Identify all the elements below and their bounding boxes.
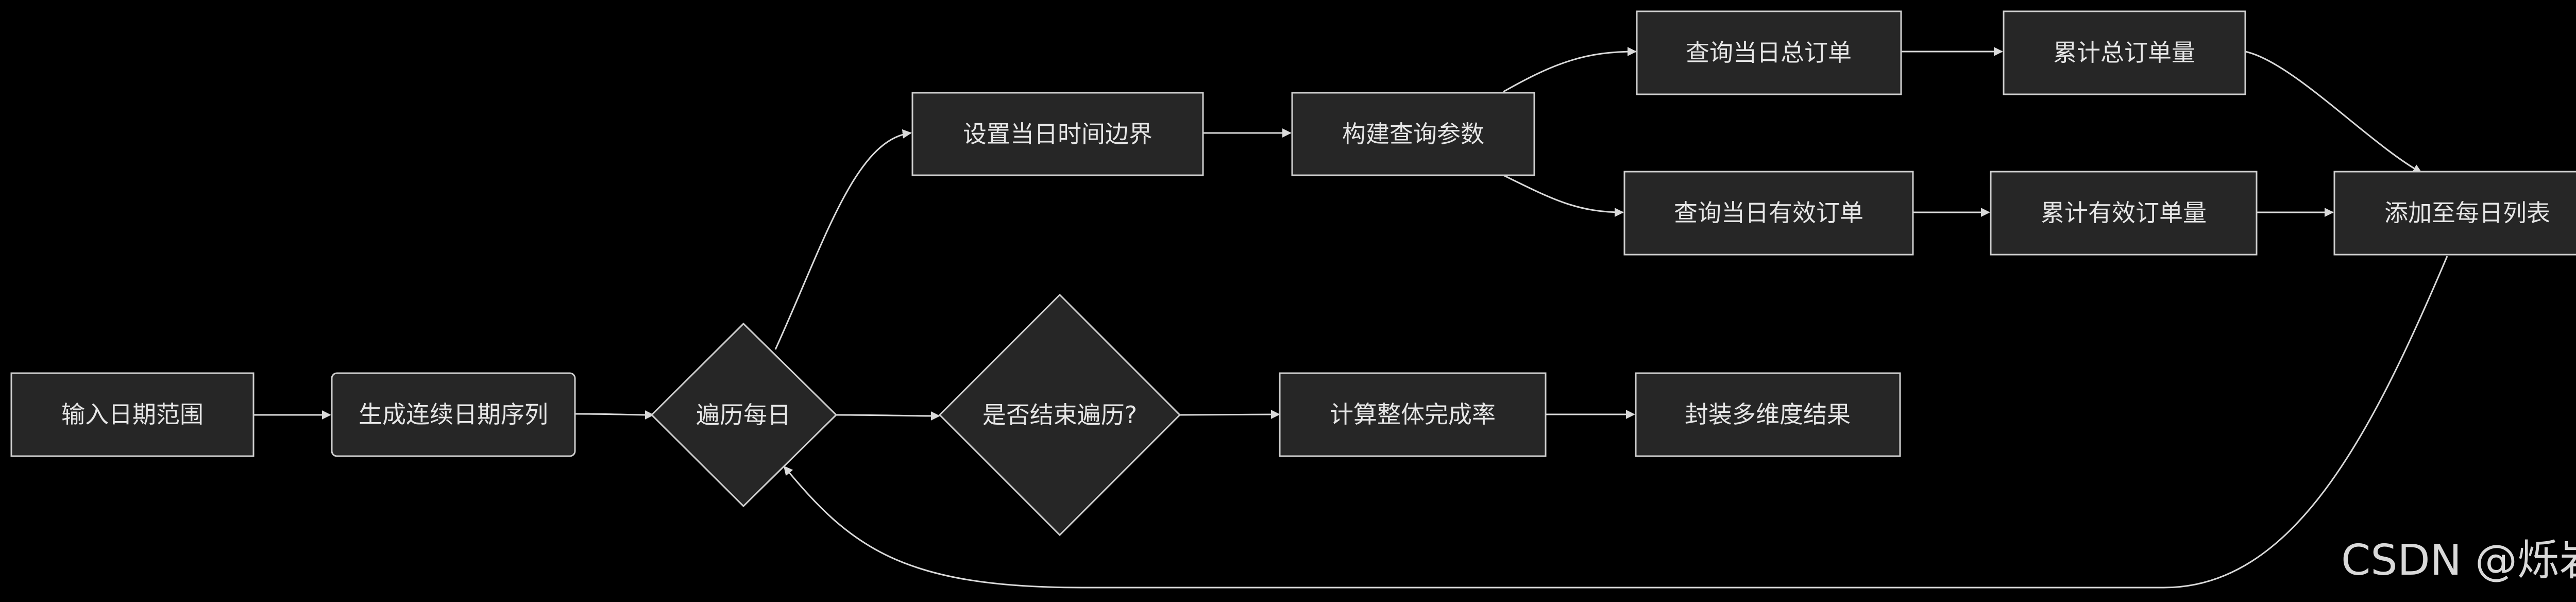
- node-add-list-box: [2333, 171, 2576, 256]
- node-is-end[interactable]: 是否结束遍历?: [938, 293, 1181, 537]
- node-sum-valid[interactable]: 累计有效订单量: [1990, 171, 2258, 256]
- node-sum-total[interactable]: 累计总订单量: [2003, 10, 2246, 95]
- node-query-total[interactable]: 查询当日总订单: [1636, 10, 1902, 95]
- node-set-bounds-label: 设置当日时间边界: [963, 120, 1153, 148]
- node-gen-dates[interactable]: 生成连续日期序列: [331, 372, 576, 457]
- node-pack-result[interactable]: 封装多维度结果: [1635, 372, 1901, 457]
- node-query-valid[interactable]: 查询当日有效订单: [1623, 171, 1914, 256]
- node-iterate-daily-label: 遍历每日: [696, 401, 791, 429]
- node-build-params[interactable]: 构建查询参数: [1291, 92, 1535, 176]
- edge-params-to-queryvalid: [1503, 174, 1624, 217]
- node-sum-total-label: 累计总订单量: [2053, 39, 2195, 66]
- node-calc-rate-label: 计算整体完成率: [1330, 400, 1496, 428]
- edge-sumtotal-to-addlist: [2245, 51, 2422, 174]
- node-sum-total-box: [2003, 10, 2246, 95]
- node-input-range-box: [10, 372, 255, 457]
- edge-iterate-to-setbounds: [774, 129, 912, 350]
- node-input-range-label: 输入日期范围: [61, 400, 204, 428]
- node-calc-rate-box: [1279, 372, 1547, 457]
- node-gen-dates-box: [331, 372, 576, 457]
- node-add-list[interactable]: 添加至每日列表: [2333, 171, 2576, 256]
- node-add-list-label: 添加至每日列表: [2384, 199, 2550, 227]
- node-query-total-box: [1636, 10, 1902, 95]
- node-set-bounds-box: [911, 92, 1204, 176]
- edges: [253, 47, 2448, 589]
- node-iterate-daily-diamond: [650, 322, 838, 508]
- node-sum-valid-box: [1990, 171, 2258, 256]
- node-query-valid-box: [1623, 171, 1914, 256]
- node-build-params-box: [1291, 92, 1535, 176]
- node-set-bounds[interactable]: 设置当日时间边界: [911, 92, 1204, 176]
- node-gen-dates-label: 生成连续日期序列: [359, 400, 548, 428]
- node-is-end-diamond: [938, 293, 1181, 537]
- edge-iterate-to-isend: [834, 411, 940, 421]
- node-iterate-daily[interactable]: 遍历每日: [650, 322, 838, 508]
- node-query-total-label: 查询当日总订单: [1686, 39, 1852, 66]
- node-calc-rate[interactable]: 计算整体完成率: [1279, 372, 1547, 457]
- edge-addlist-to-iterate: [783, 256, 2448, 589]
- node-sum-valid-label: 累计有效订单量: [2041, 199, 2207, 227]
- node-input-range[interactable]: 输入日期范围: [10, 372, 255, 457]
- edge-params-to-querytotal: [1503, 47, 1637, 93]
- node-pack-result-label: 封装多维度结果: [1685, 400, 1851, 428]
- node-build-params-label: 构建查询参数: [1342, 120, 1484, 148]
- node-query-valid-label: 查询当日有效订单: [1674, 199, 1863, 227]
- watermark: CSDN @烁岩: [2341, 536, 2576, 585]
- node-pack-result-box: [1635, 372, 1901, 457]
- edge-isend-to-calcrate: [1179, 410, 1280, 420]
- edge-gen-to-iterate: [574, 410, 654, 420]
- node-is-end-label: 是否结束遍历?: [982, 401, 1137, 429]
